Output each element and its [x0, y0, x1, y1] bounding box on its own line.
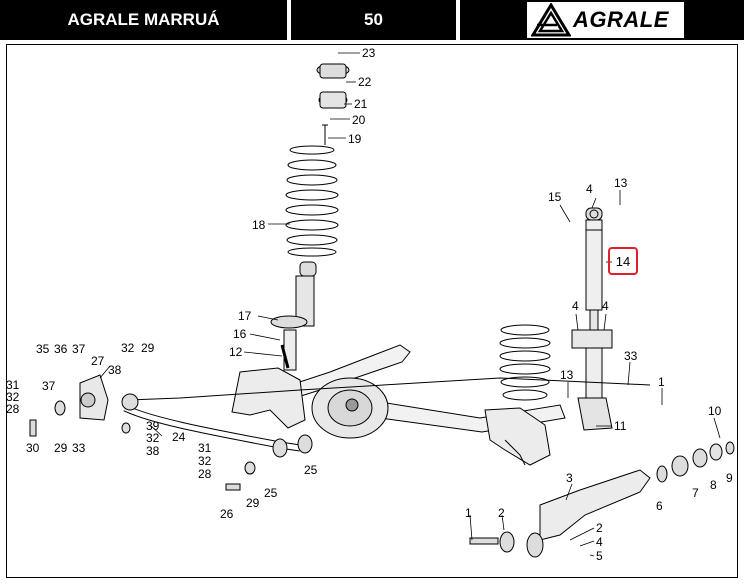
part-label-38b: 38 [146, 444, 160, 458]
right-knuckle [484, 407, 551, 466]
part-label-39: 39 [146, 419, 160, 433]
agrale-triangle-icon [531, 3, 571, 37]
highlighted-part-callout[interactable]: 14 [608, 247, 638, 275]
part-label-32: 32 [121, 341, 135, 355]
page-number: 50 [291, 0, 456, 40]
part-label-7: 7 [692, 486, 699, 500]
part-label-8: 8 [710, 478, 717, 492]
part-label-21: 21 [354, 97, 368, 111]
part-label-32c: 32 [146, 431, 160, 445]
part-label-16: 16 [233, 327, 247, 341]
part-label-27: 27 [91, 354, 105, 368]
part-label-15: 15 [548, 190, 562, 204]
part-label-32d: 32 [198, 454, 212, 468]
part-label-13: 13 [614, 176, 628, 190]
part-label-33b: 33 [624, 349, 638, 363]
part-label-25: 25 [304, 463, 318, 477]
part-label-31: 31 [6, 378, 20, 392]
model-title: AGRALE MARRUÁ [0, 0, 287, 40]
part-label-2b: 2 [596, 521, 603, 535]
part-label-28: 28 [6, 402, 20, 416]
part-label-18: 18 [252, 218, 266, 232]
part-label-36: 36 [54, 342, 68, 356]
part-label-2: 2 [498, 506, 505, 520]
part-label-33: 33 [72, 441, 86, 455]
part-label-9: 9 [726, 471, 733, 485]
part-label-1b: 1 [465, 506, 472, 520]
part-label-25b: 25 [264, 486, 278, 500]
part-label-5: 5 [596, 549, 603, 563]
part-label-4d: 4 [596, 535, 603, 549]
part-label-22: 22 [358, 75, 372, 89]
brand-logo: AGRALE [527, 2, 684, 38]
stabilizer-bar-upper [127, 377, 651, 401]
part-label-20: 20 [352, 113, 366, 127]
header-bar: AGRALE MARRUÁ 50 AGRALE [0, 0, 744, 40]
part-label-24: 24 [172, 430, 186, 444]
left-coil-spring [285, 145, 339, 257]
bushing [671, 455, 689, 477]
left-knuckle [231, 367, 306, 429]
part-label-29c: 29 [246, 496, 260, 510]
left-shock-eye [299, 261, 317, 277]
part-label-13b: 13 [560, 368, 574, 382]
part-label-31b: 31 [198, 441, 212, 455]
part-label-1: 1 [658, 375, 665, 389]
part-label-4b: 4 [572, 299, 579, 313]
part-label-11: 11 [614, 419, 627, 433]
part-label-12: 12 [229, 345, 243, 359]
part-label-3: 3 [566, 471, 573, 485]
left-shock-body [295, 275, 315, 327]
part-label-4: 4 [586, 182, 593, 196]
part-label-30: 30 [26, 441, 40, 455]
lower-control-arm [539, 469, 651, 541]
part-label-37: 37 [72, 342, 86, 356]
part-label-35: 35 [36, 342, 50, 356]
right-coil-spring [499, 324, 551, 401]
part-label-17: 17 [238, 309, 252, 323]
bushing-washer [656, 465, 668, 483]
part-label-10: 10 [708, 404, 722, 418]
part-label-32b: 32 [6, 390, 20, 404]
part-label-4c: 4 [602, 299, 609, 313]
part-label-38: 38 [108, 363, 122, 377]
part-label-23: 23 [362, 46, 376, 60]
part-label-29b: 29 [54, 441, 68, 455]
part-label-37b: 37 [42, 379, 56, 393]
part-label-19: 19 [348, 132, 362, 146]
highlighted-part-label: 14 [615, 253, 631, 269]
brand-name: AGRALE [573, 7, 669, 32]
part-label-6: 6 [656, 499, 663, 513]
part-label-28b: 28 [198, 467, 212, 481]
part-label-26: 26 [220, 507, 234, 521]
rear-shock-absorber [571, 207, 613, 431]
part-label-29: 29 [141, 341, 155, 355]
